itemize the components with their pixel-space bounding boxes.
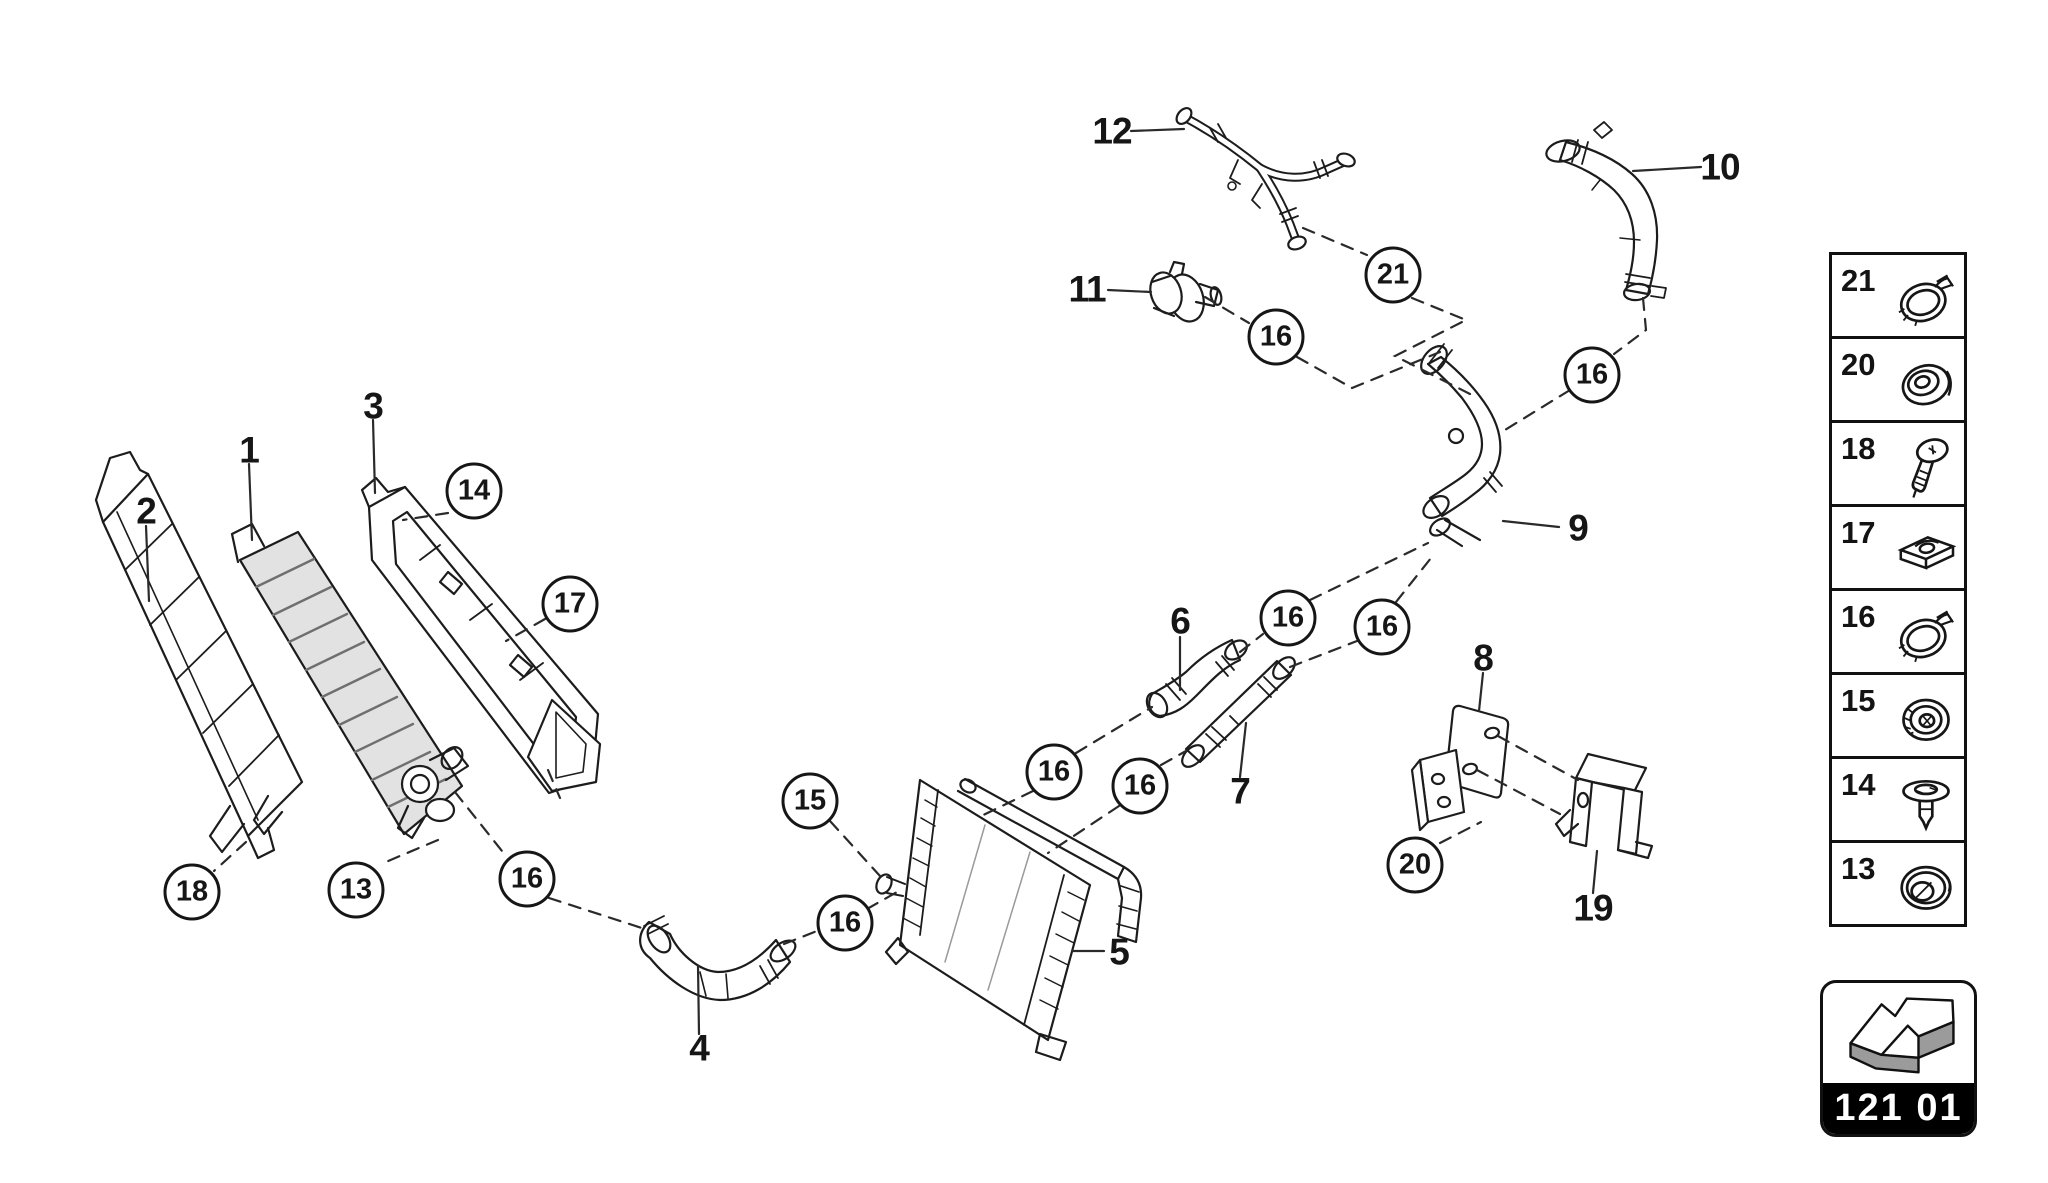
part-label-9: 9 — [1568, 507, 1589, 549]
circled-callout-16-13: 16 — [1563, 346, 1621, 404]
circled-callout-20-14: 20 — [1386, 836, 1444, 894]
part-6-water-hose — [1145, 638, 1248, 719]
section-code: 121 01 — [1823, 1083, 1974, 1134]
part-12-hose-assembly — [1175, 107, 1356, 251]
circled-callout-13-3: 13 — [327, 861, 385, 919]
part-4-water-hose — [639, 915, 797, 1002]
circled-callout-16-11: 16 — [1247, 308, 1305, 366]
part-5-radiator — [875, 777, 1143, 1062]
clip-nut-icon — [1890, 514, 1962, 586]
circled-callout-16-8: 16 — [1111, 757, 1169, 815]
legend-part-number: 20 — [1841, 347, 1876, 382]
part-11-valve — [1149, 260, 1223, 323]
circled-callout-18-2: 18 — [163, 863, 221, 921]
part-1-radiator — [230, 522, 470, 840]
part-10-water-hose — [1545, 121, 1667, 302]
hose-clamp-icon — [1890, 262, 1962, 334]
ribbed-grommet-icon — [1890, 682, 1962, 754]
legend-row-16: 16 — [1829, 588, 1967, 675]
flanged-grommet-icon — [1890, 346, 1962, 418]
part-label-7: 7 — [1230, 770, 1251, 812]
part-label-1: 1 — [239, 429, 260, 471]
part-label-3: 3 — [363, 385, 384, 427]
part-2-air-guide — [94, 450, 304, 860]
legend-row-20: 20 — [1829, 336, 1967, 423]
part-label-2: 2 — [136, 490, 157, 532]
part-label-11: 11 — [1068, 268, 1106, 310]
part-label-12: 12 — [1092, 110, 1132, 152]
circled-callout-14-0: 14 — [445, 462, 503, 520]
part-label-19: 19 — [1573, 887, 1613, 929]
bushing-icon — [1890, 850, 1962, 922]
circled-callout-17-1: 17 — [541, 575, 599, 633]
part-label-10: 10 — [1700, 146, 1740, 188]
legend-row-15: 15 — [1829, 672, 1967, 759]
circled-callout-16-4: 16 — [498, 850, 556, 908]
circled-callout-16-7: 16 — [1025, 743, 1083, 801]
legend-row-14: 14 — [1829, 756, 1967, 843]
screw-icon — [1890, 430, 1962, 502]
circled-callout-16-6: 16 — [816, 894, 874, 952]
legend-part-number: 14 — [1841, 767, 1876, 802]
circled-callout-21-12: 21 — [1364, 246, 1422, 304]
part-3-shroud-frame — [360, 476, 602, 795]
part-label-5: 5 — [1109, 931, 1130, 973]
part-8-bracket — [1410, 704, 1510, 832]
legend-row-18: 18 — [1829, 420, 1967, 507]
circled-callout-16-9: 16 — [1259, 589, 1317, 647]
legend-part-number: 17 — [1841, 515, 1876, 550]
legend-row-17: 17 — [1829, 504, 1967, 591]
circled-callout-16-10: 16 — [1353, 598, 1411, 656]
legend-part-number: 18 — [1841, 431, 1876, 466]
hose-clamp-icon — [1890, 598, 1962, 670]
part-label-4: 4 — [689, 1027, 710, 1069]
legend-part-number: 15 — [1841, 683, 1876, 718]
label-leader-lines — [144, 127, 1703, 1036]
push-rivet-icon — [1890, 766, 1962, 838]
legend-part-number: 21 — [1841, 263, 1876, 298]
assembly-dash-lines — [212, 226, 1648, 946]
page-back-arrow-icon — [1823, 983, 1974, 1083]
parts-legend: 21 20 18 17 16 15 14 13 — [1829, 252, 1967, 927]
part-label-8: 8 — [1473, 637, 1494, 679]
part-label-6: 6 — [1170, 600, 1191, 642]
circled-callout-15-5: 15 — [781, 772, 839, 830]
part-7-water-hose — [1181, 656, 1296, 768]
part-19-bracket — [1554, 752, 1654, 860]
section-badge: 121 01 — [1820, 980, 1977, 1137]
legend-row-13: 13 — [1829, 840, 1967, 927]
legend-part-number: 16 — [1841, 599, 1876, 634]
legend-row-21: 21 — [1829, 252, 1967, 339]
legend-part-number: 13 — [1841, 851, 1876, 886]
